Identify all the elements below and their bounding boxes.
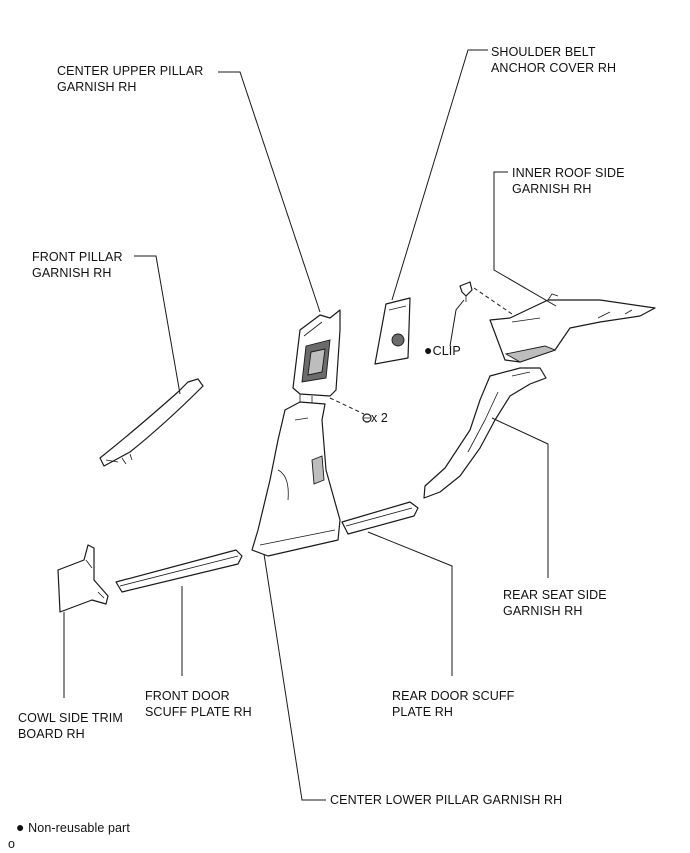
leader-front-pillar — [134, 255, 181, 395]
leader-inner-roof — [493, 171, 557, 307]
leader-clip — [449, 299, 465, 347]
leader-rear-door — [367, 531, 453, 676]
leader-center-upper — [218, 71, 321, 313]
front-door-scuff-plate-part — [115, 549, 243, 593]
legend: ● Non-reusable part — [16, 819, 130, 836]
inner-roof-side-garnish-part — [489, 293, 656, 363]
front-pillar-garnish-part — [99, 378, 204, 467]
shoulder-belt-anchor-cover-part — [374, 297, 411, 365]
rear-door-scuff-plate-part — [341, 501, 419, 535]
cowl-side-trim-board-part — [57, 544, 109, 613]
corner-mark: o — [8, 837, 16, 851]
label-center-lower-pillar-garnish: CENTER LOWER PILLAR GARNISH RH — [330, 793, 563, 807]
non-reusable-dot-icon: ● — [424, 342, 433, 358]
clip-part — [459, 281, 513, 315]
legend-dot-icon: ● — [16, 819, 25, 835]
leader-center-lower — [263, 553, 326, 801]
rear-seat-side-garnish-part — [423, 367, 547, 499]
center-lower-pillar-garnish-part — [251, 401, 341, 557]
screw-part — [329, 397, 372, 423]
label-clip: ●CLIP — [424, 342, 461, 358]
leader-shoulder-belt — [391, 49, 488, 301]
legend-text: Non-reusable part — [28, 821, 130, 835]
label-quantity: x 2 — [371, 411, 388, 425]
center-upper-pillar-garnish-part — [292, 309, 341, 404]
leader-rear-seat — [491, 417, 549, 578]
